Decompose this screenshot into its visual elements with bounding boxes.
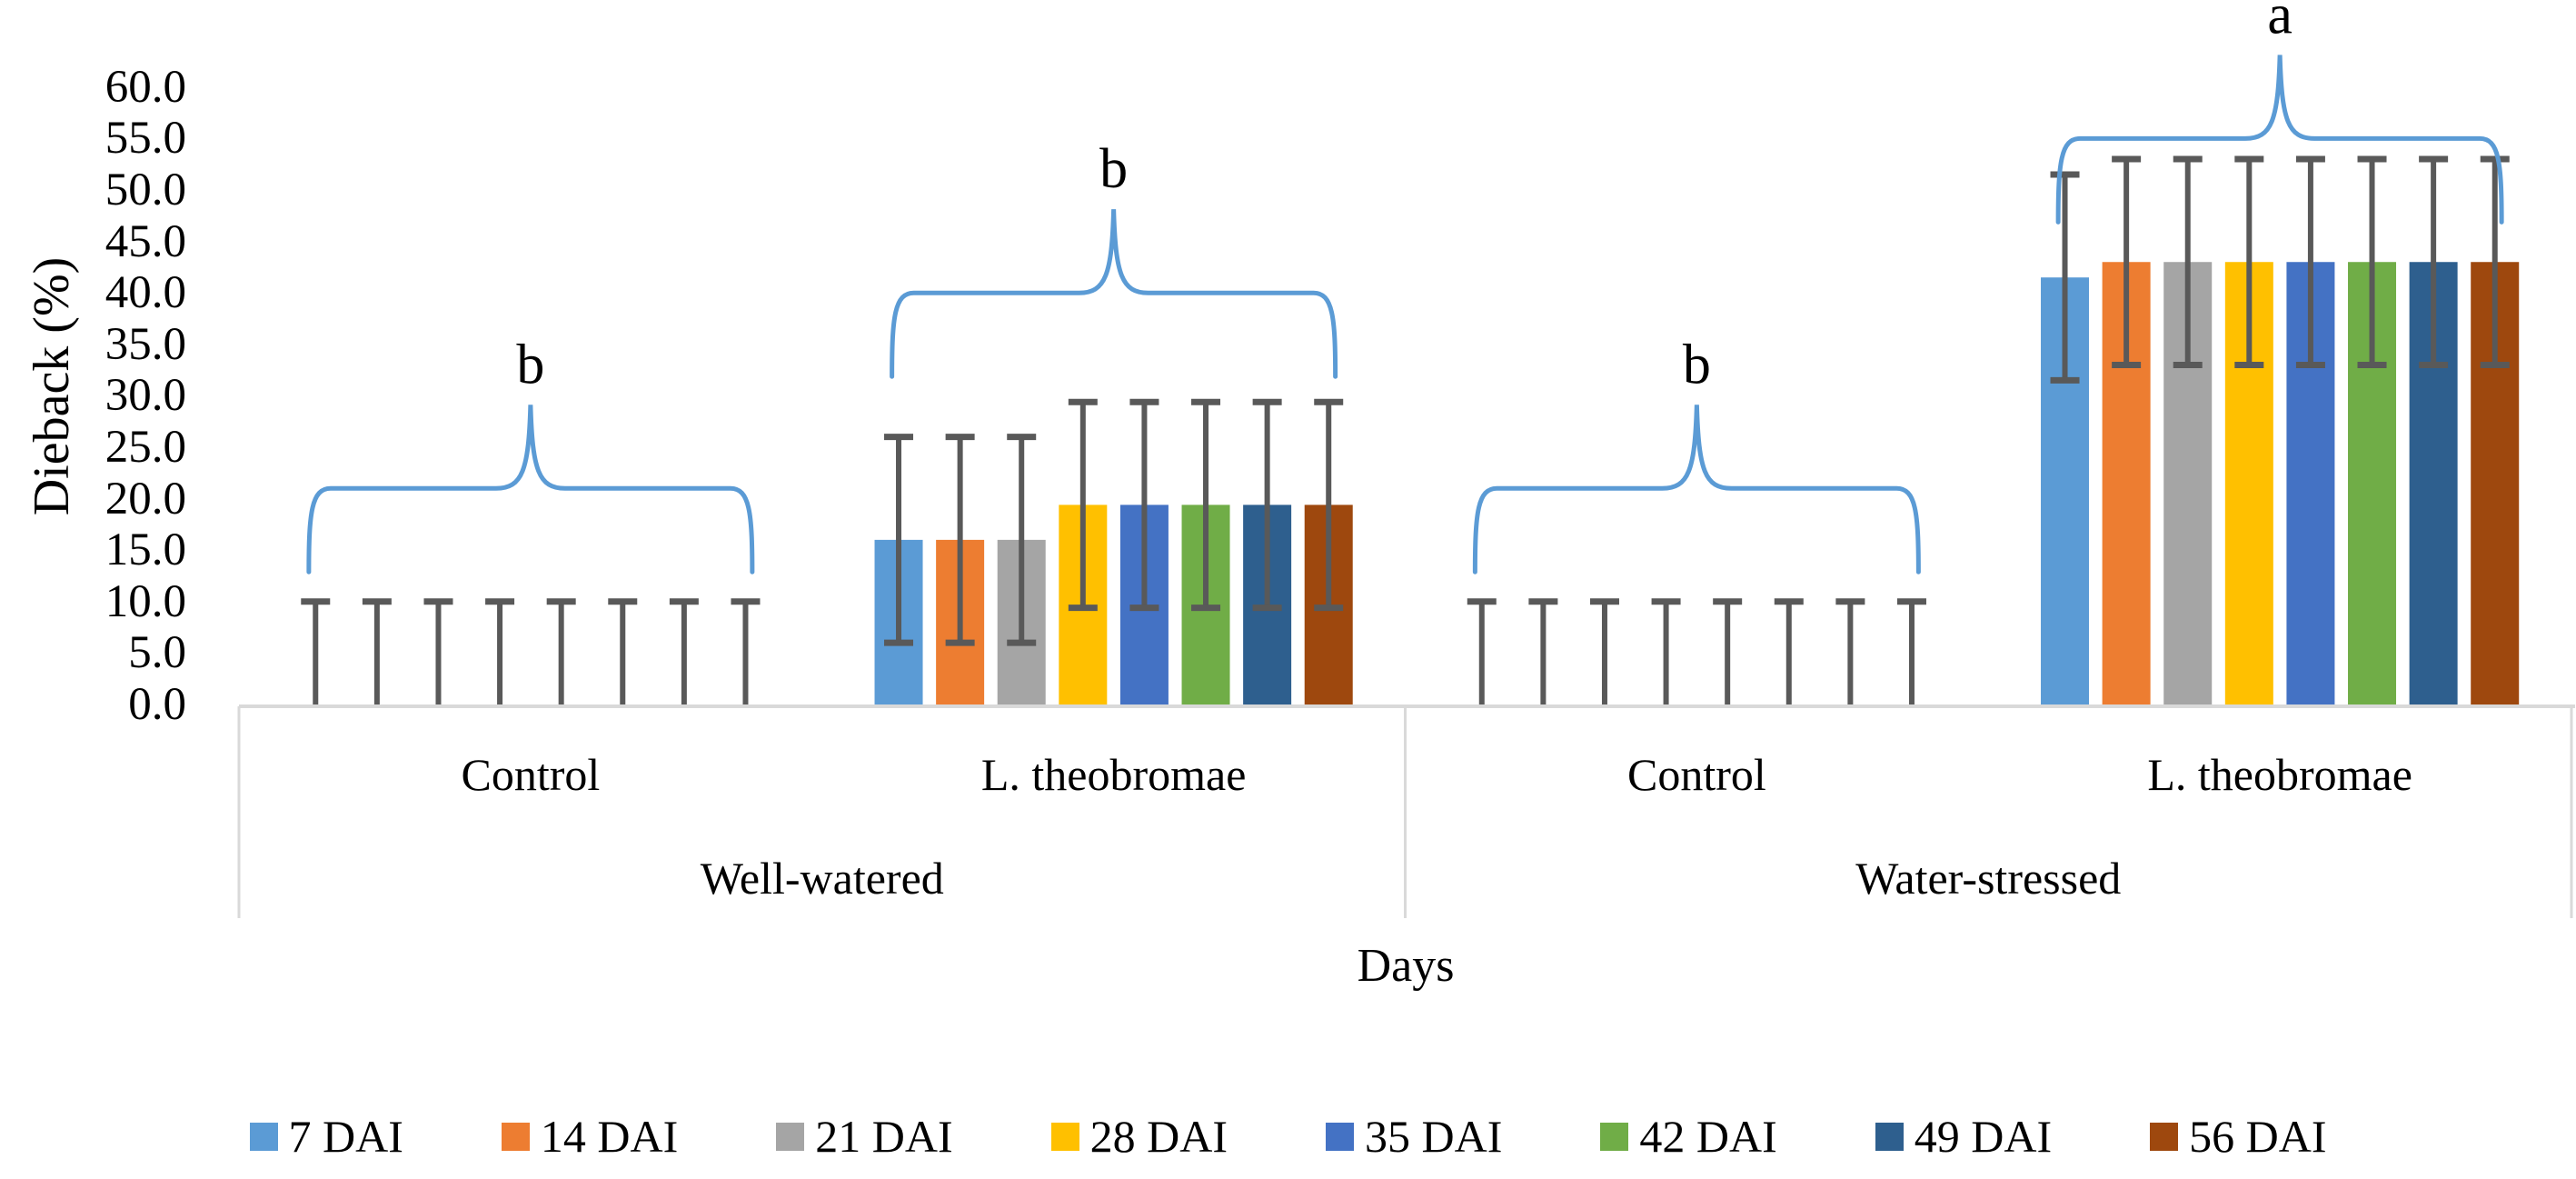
legend-label: 56 DAI	[2189, 1111, 2327, 1162]
legend-label: 42 DAI	[1639, 1111, 1777, 1162]
condition-label-1: Water-stressed	[1855, 853, 2122, 904]
legend-swatch-icon	[776, 1122, 805, 1151]
legend-swatch-icon	[1600, 1122, 1629, 1151]
legend-item-49dai: 49 DAI	[1875, 1107, 2052, 1165]
legend-swatch-icon	[1875, 1122, 1904, 1151]
y-tick-label-0.0: 0.0	[128, 679, 186, 730]
category-label-3: L. theobromae	[2147, 749, 2412, 800]
significance-letter-cat3: a	[2267, 0, 2293, 45]
legend-item-42dai: 42 DAI	[1600, 1107, 1777, 1165]
legend-swatch-icon	[1050, 1122, 1079, 1151]
legend-label: 35 DAI	[1365, 1111, 1503, 1162]
legend-swatch-icon	[2150, 1122, 2179, 1151]
y-tick-label-30.0: 30.0	[104, 370, 186, 422]
legend-label: 49 DAI	[1914, 1111, 2053, 1162]
legend-label: 21 DAI	[815, 1111, 953, 1162]
y-tick-label-35.0: 35.0	[104, 318, 186, 370]
significance-letter-cat0: b	[516, 334, 544, 395]
category-label-2: Control	[1626, 749, 1766, 800]
y-tick-label-40.0: 40.0	[104, 267, 186, 319]
significance-bracket-cat3	[2055, 55, 2504, 225]
condition-label-0: Well-watered	[700, 853, 944, 904]
y-tick-label-5.0: 5.0	[128, 627, 186, 679]
significance-bracket-cat1	[890, 209, 1338, 379]
legend-item-35dai: 35 DAI	[1326, 1107, 1502, 1165]
legend-item-56dai: 56 DAI	[2150, 1107, 2327, 1165]
legend-label: 28 DAI	[1089, 1111, 1228, 1162]
legend-swatch-icon	[249, 1122, 278, 1151]
category-label-1: L. theobromae	[980, 749, 1247, 800]
significance-letter-cat1: b	[1099, 138, 1128, 200]
y-tick-label-15.0: 15.0	[104, 525, 186, 576]
legend-item-14dai: 14 DAI	[501, 1107, 679, 1165]
significance-bracket-cat2	[1472, 405, 1921, 575]
significance-bracket-cat0	[306, 405, 755, 575]
y-tick-label-55.0: 55.0	[104, 113, 186, 165]
y-tick-label-25.0: 25.0	[104, 422, 186, 473]
legend-swatch-icon	[501, 1122, 530, 1151]
legend-label: 14 DAI	[540, 1111, 679, 1162]
y-tick-label-10.0: 10.0	[104, 575, 186, 627]
y-tick-label-45.0: 45.0	[104, 215, 186, 267]
y-tick-label-50.0: 50.0	[104, 165, 186, 215]
legend-swatch-icon	[1326, 1122, 1354, 1151]
y-tick-label-20.0: 20.0	[104, 473, 186, 525]
legend: 7 DAI 14 DAI 21 DAI 28 DAI 35 DAI 42 DAI 49 DA…	[0, 1107, 2576, 1165]
category-label-0: Control	[461, 749, 601, 800]
significance-letter-cat2: b	[1683, 334, 1711, 395]
legend-item-21dai: 21 DAI	[776, 1107, 953, 1165]
legend-label: 7 DAI	[288, 1111, 403, 1162]
legend-item-28dai: 28 DAI	[1050, 1107, 1228, 1165]
x-axis-title: Days	[1357, 940, 1455, 992]
legend-item-7dai: 7 DAI	[249, 1107, 403, 1165]
y-tick-label-60.0: 60.0	[104, 61, 186, 113]
